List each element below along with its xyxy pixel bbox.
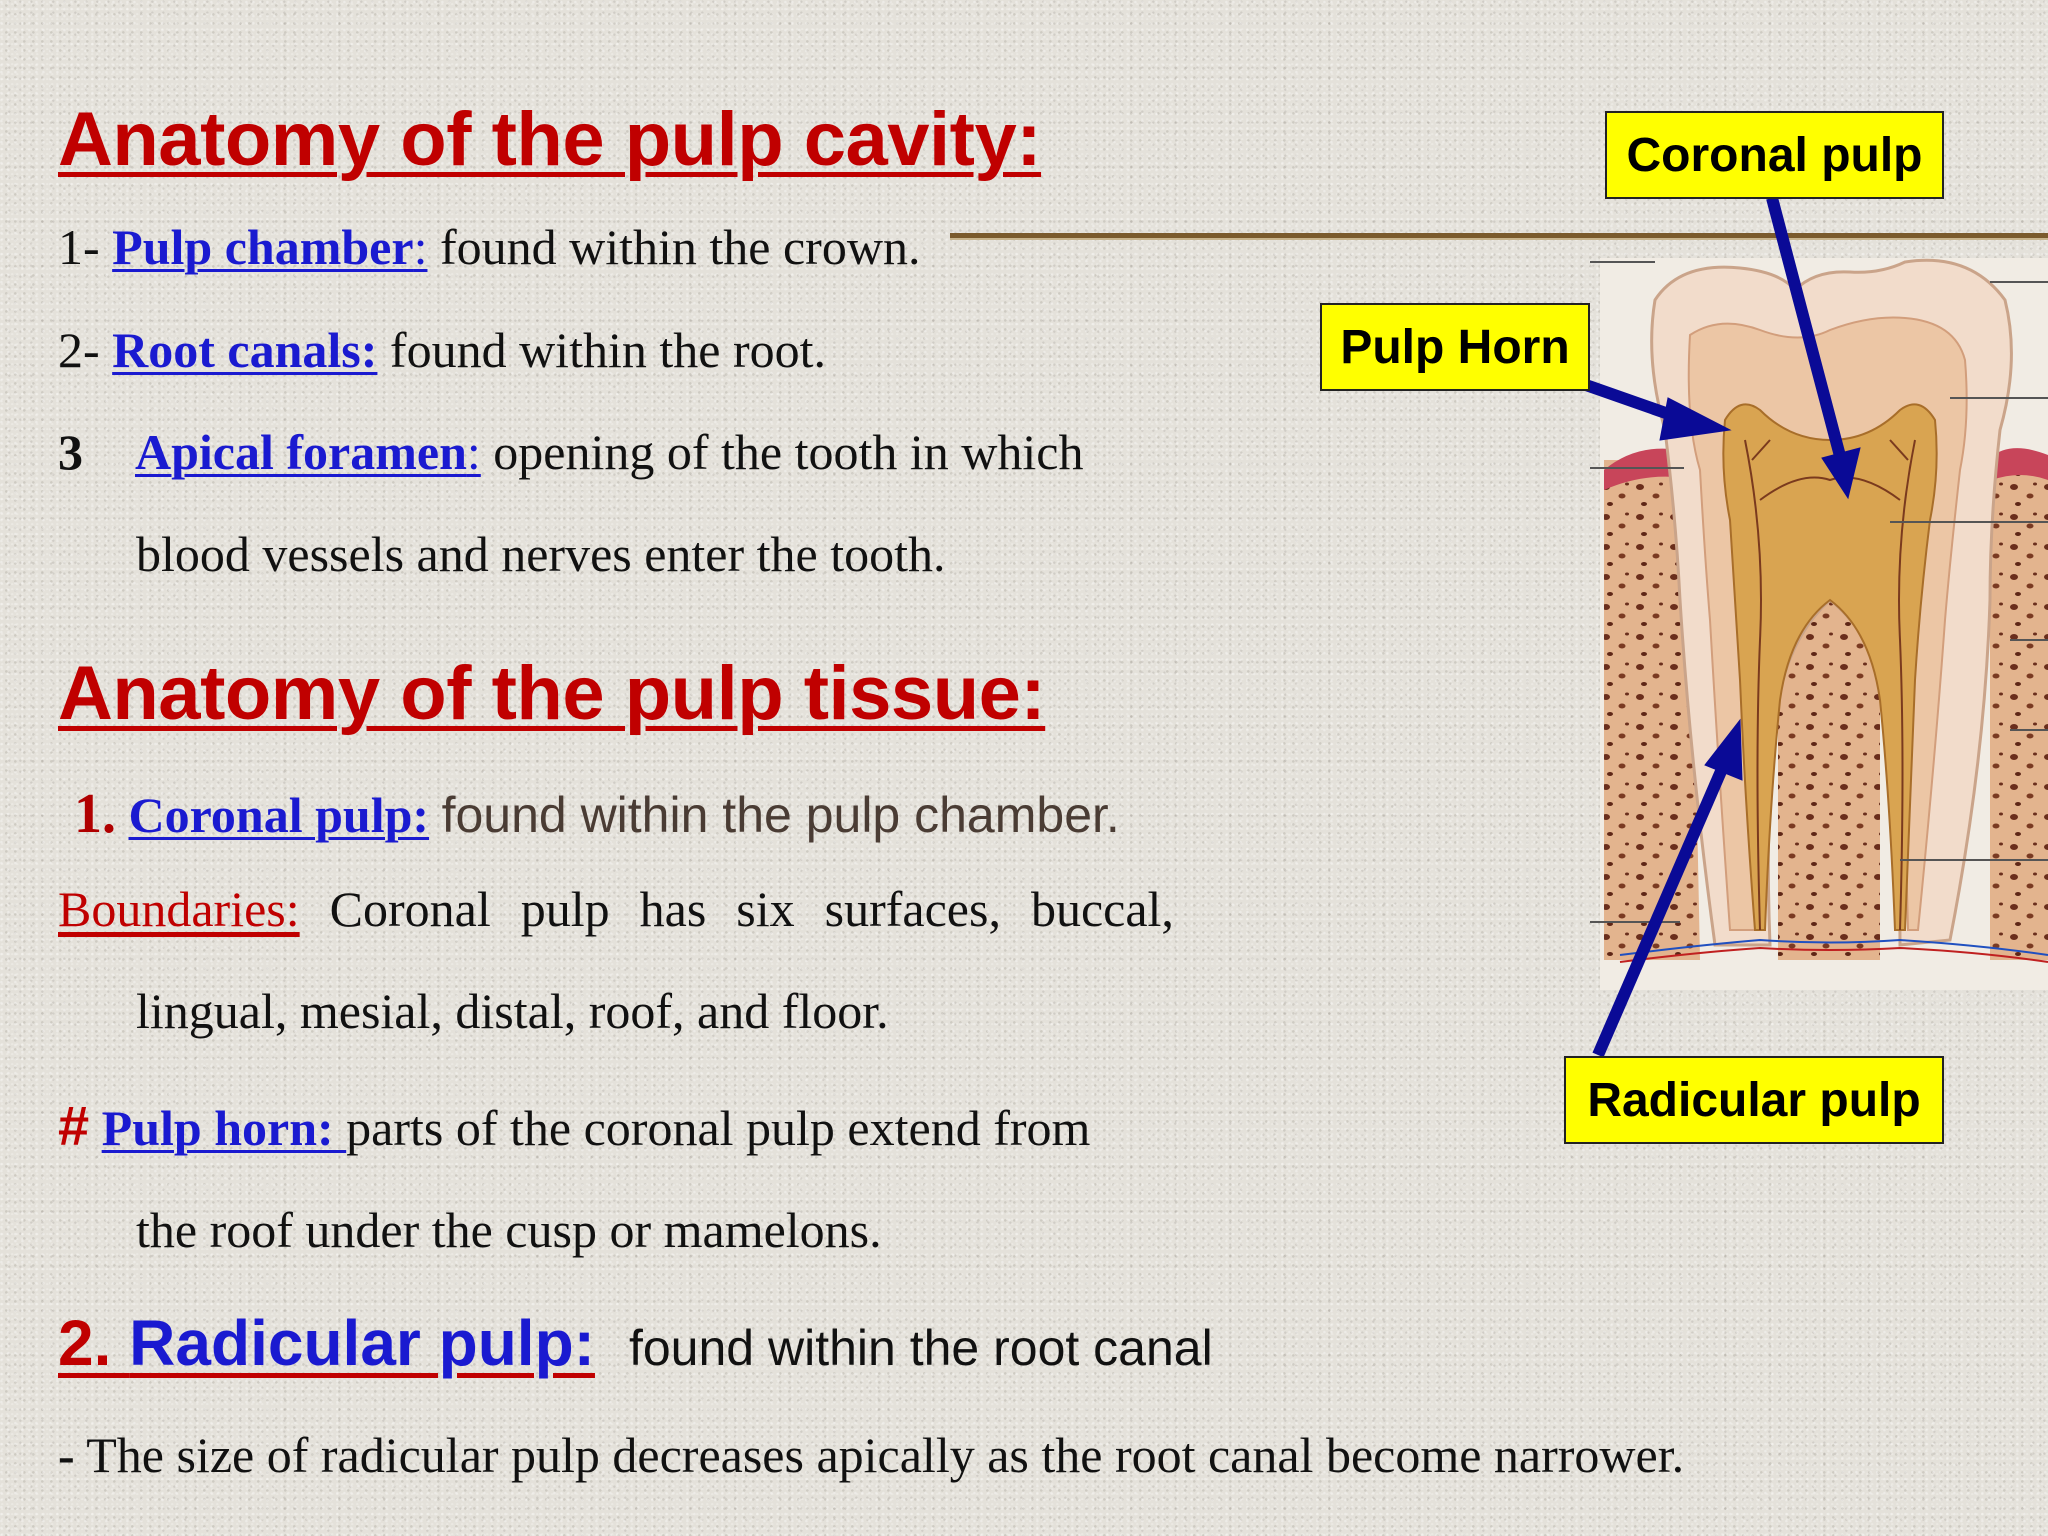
boundaries-text: Coronal pulp has six surfaces, buccal, <box>330 884 1174 934</box>
decorative-rule-highlight <box>950 238 2048 240</box>
coronal-pulp-line: 1. Coronal pulp: found within the pulp c… <box>74 786 1120 842</box>
pulp-horn-arrow-head <box>1659 397 1732 441</box>
gingiva-right <box>1990 448 2048 480</box>
boundaries-word: surfaces, <box>824 881 1001 937</box>
boundaries-word: Coronal <box>329 881 491 937</box>
pulp-horn-arrow-shaft <box>1581 378 1682 424</box>
alveolar-bone-left <box>1604 460 1700 960</box>
list-number: 3 <box>58 424 83 480</box>
term-apical-foramen: Apical foramen <box>135 424 467 480</box>
callout-pulp-horn: Pulp Horn <box>1320 303 1590 391</box>
note-dash: - <box>58 1427 75 1483</box>
term-pulp-chamber: Pulp chamber <box>112 219 414 275</box>
boundaries-word: pulp <box>520 881 610 937</box>
list-number: 2- <box>58 322 113 378</box>
apical-foramen-continuation: blood vessels and nerves enter the tooth… <box>136 526 946 582</box>
boundaries-word: buccal, <box>1030 881 1174 937</box>
term-description: found within the root. <box>377 322 826 378</box>
callout-coronal-pulp: Coronal pulp <box>1605 111 1944 199</box>
term-description: parts of the coronal pulp extend from <box>346 1100 1091 1156</box>
list-number: 1- <box>58 219 113 275</box>
coronal-pulp-arrow-shaft <box>1766 196 1846 458</box>
section-title-pulp-cavity: Anatomy of the pulp cavity: <box>58 97 1042 182</box>
section-title-pulp-tissue: Anatomy of the pulp tissue: <box>58 651 1046 736</box>
radicular-pulp-line: 2. Radicular pulp: found within the root… <box>58 1306 1213 1380</box>
term-radicular-pulp: Radicular pulp: <box>129 1307 595 1379</box>
term-colon: : <box>413 219 428 275</box>
boundaries-line: Boundaries: Coronal pulp has six surface… <box>58 884 1174 934</box>
term-coronal-pulp: Coronal pulp: <box>128 787 430 843</box>
interradicular-bone <box>1778 560 1880 960</box>
boundaries-label: Boundaries: <box>58 881 300 937</box>
radicular-pulp-arrow-head <box>1704 718 1743 781</box>
pulp-horn-line: # Pulp horn: parts of the coronal pulp e… <box>58 1098 1090 1154</box>
term-description: found within the crown. <box>427 219 921 275</box>
pulp-horn-continuation: the roof under the cusp or mamelons. <box>136 1202 882 1258</box>
list-item-apical-foramen: 3 Apical foramen: opening of the tooth in… <box>58 427 1083 477</box>
radicular-note: - The size of radicular pulp decreases a… <box>58 1430 1684 1480</box>
boundaries-word: six <box>736 881 795 937</box>
term-description: found within the root canal <box>628 1320 1213 1376</box>
decorative-rule <box>950 233 2048 238</box>
radicular-pulp-arrow-shaft <box>1592 759 1731 1058</box>
list-item-pulp-chamber: 1- Pulp chamber: found within the crown. <box>58 222 920 272</box>
term-description: found within the pulp chamber. <box>441 787 1120 843</box>
pointer-lines <box>1590 261 2048 923</box>
arrows <box>1581 196 1861 1058</box>
term-pulp-horn: Pulp horn: <box>101 1100 347 1156</box>
boundaries-word: has <box>639 881 707 937</box>
alveolar-bone-right <box>1990 460 2048 960</box>
pulp-nerves <box>1744 439 1916 931</box>
term-colon: : <box>466 424 481 480</box>
note-text: The size of radicular pulp decreases api… <box>74 1427 1685 1483</box>
pulp-cavity <box>1722 403 1938 931</box>
list-number: 2. <box>58 1307 130 1379</box>
term-description: opening of the tooth in which <box>480 424 1084 480</box>
list-number: 1. <box>74 783 116 845</box>
boundaries-continuation: lingual, mesial, distal, roof, and floor… <box>136 983 889 1039</box>
blood-vessel-red <box>1619 946 2048 963</box>
blood-vessel-blue <box>1619 938 2048 956</box>
list-item-root-canals: 2- Root canals: found within the root. <box>58 325 826 375</box>
hash-marker: # <box>58 1094 90 1157</box>
callout-radicular-pulp: Radicular pulp <box>1564 1056 1944 1144</box>
radicular-heading: 2. Radicular pulp: <box>58 1306 595 1380</box>
coronal-pulp-arrow-head <box>1821 447 1861 500</box>
term-root-canals: Root canals: <box>112 322 378 378</box>
